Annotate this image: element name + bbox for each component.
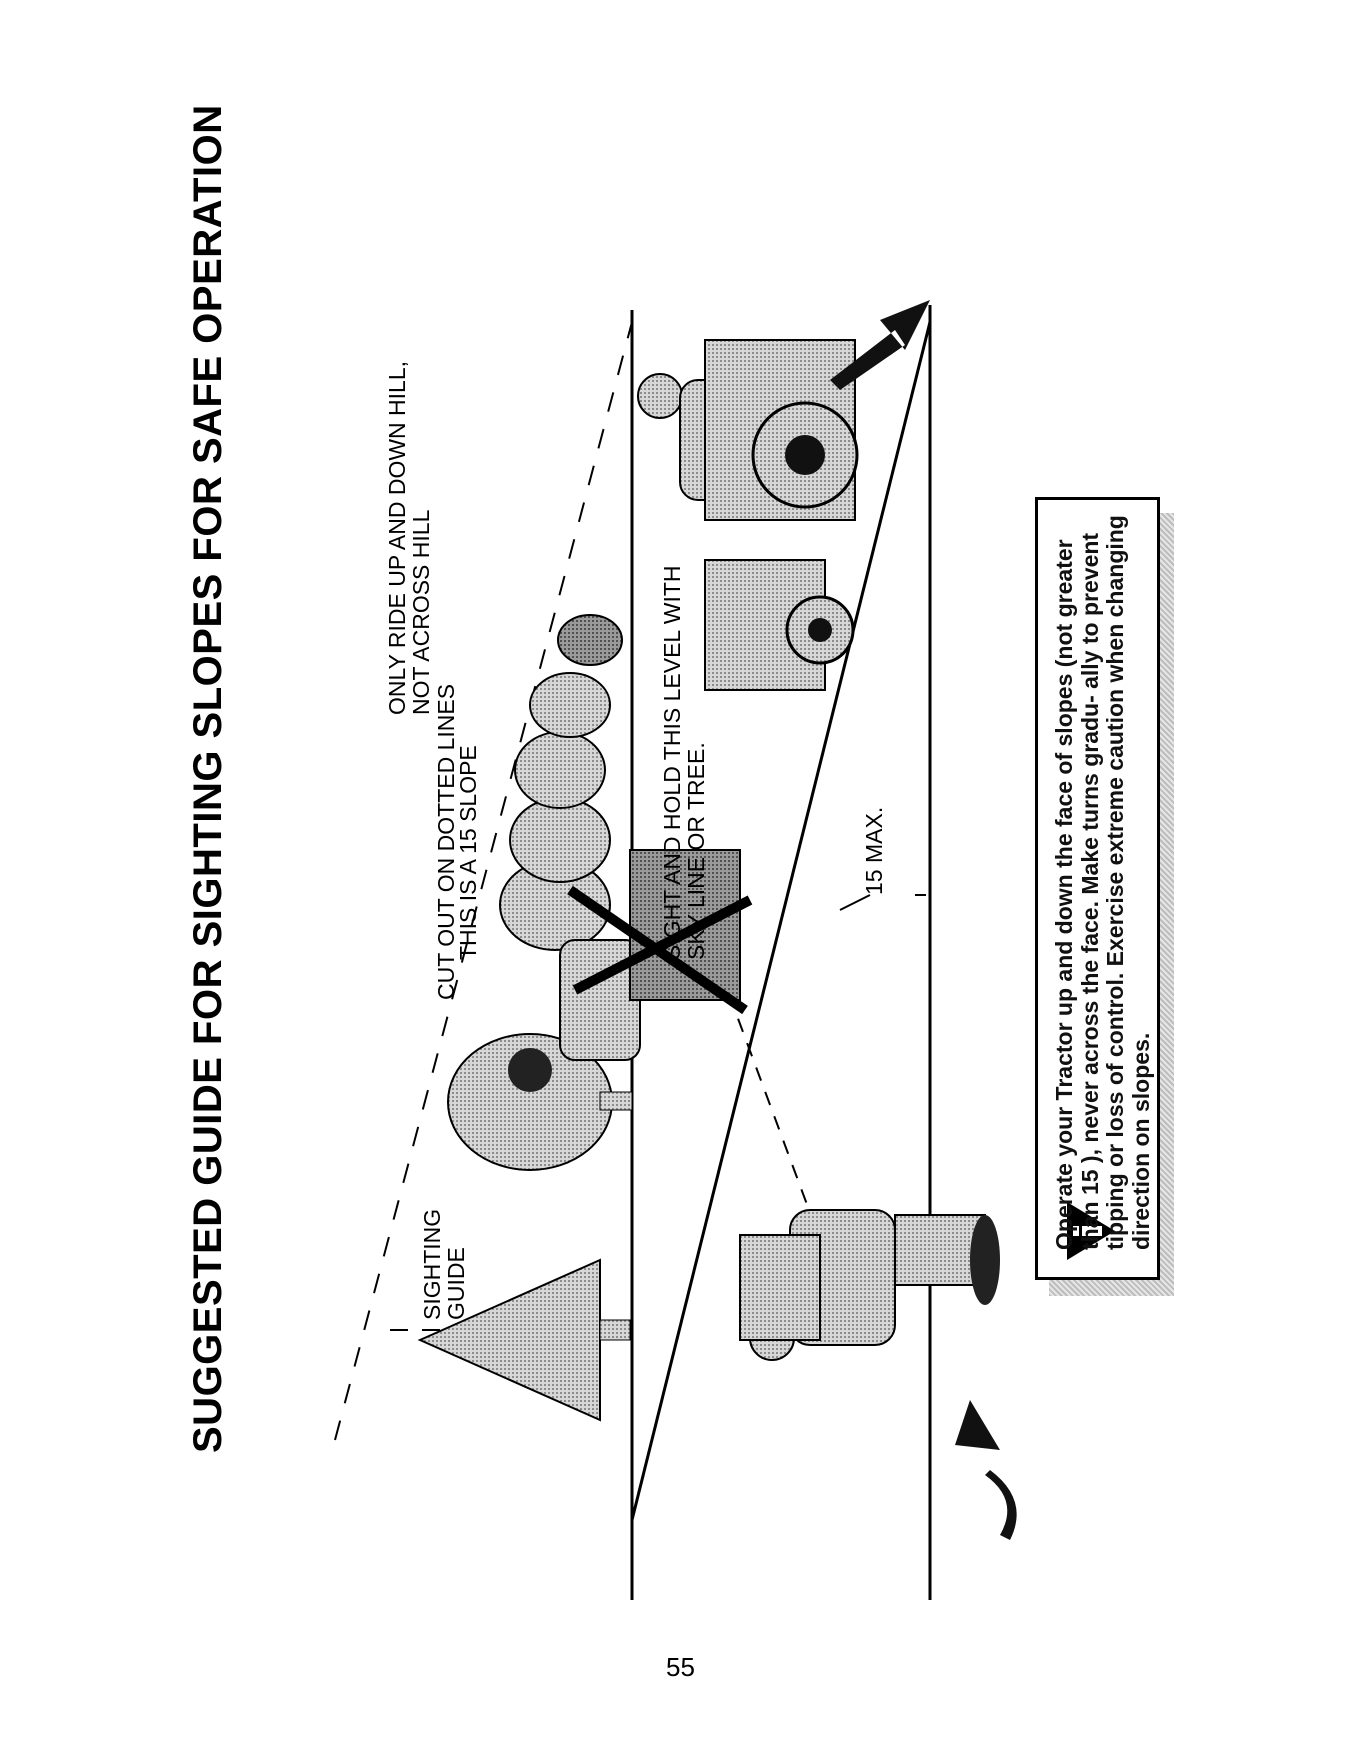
curved-arrow-icon	[955, 1400, 1017, 1540]
slope-label: THIS IS A 15 SLOPE	[456, 745, 480, 960]
tree-icon	[500, 615, 622, 950]
max-angle-label: 15 MAX.	[862, 807, 886, 895]
sighting-guide-label: SIGHTING GUIDE	[420, 1209, 468, 1320]
page-title: SUGGESTED GUIDE FOR SIGHTING SLOPES FOR …	[186, 104, 231, 1453]
sight-instruction-label: SIGHT AND HOLD THIS LEVEL WITH SKY LINE …	[660, 566, 708, 961]
warning-text: Operate your Tractor up and down the fac…	[1052, 490, 1154, 1250]
ride-instruction-label: ONLY RIDE UP AND DOWN HILL, NOT ACROSS H…	[385, 361, 433, 715]
max-arrow-upper	[840, 895, 870, 910]
standing-man-figure	[740, 1210, 1000, 1360]
page-number: 55	[0, 1652, 1361, 1683]
